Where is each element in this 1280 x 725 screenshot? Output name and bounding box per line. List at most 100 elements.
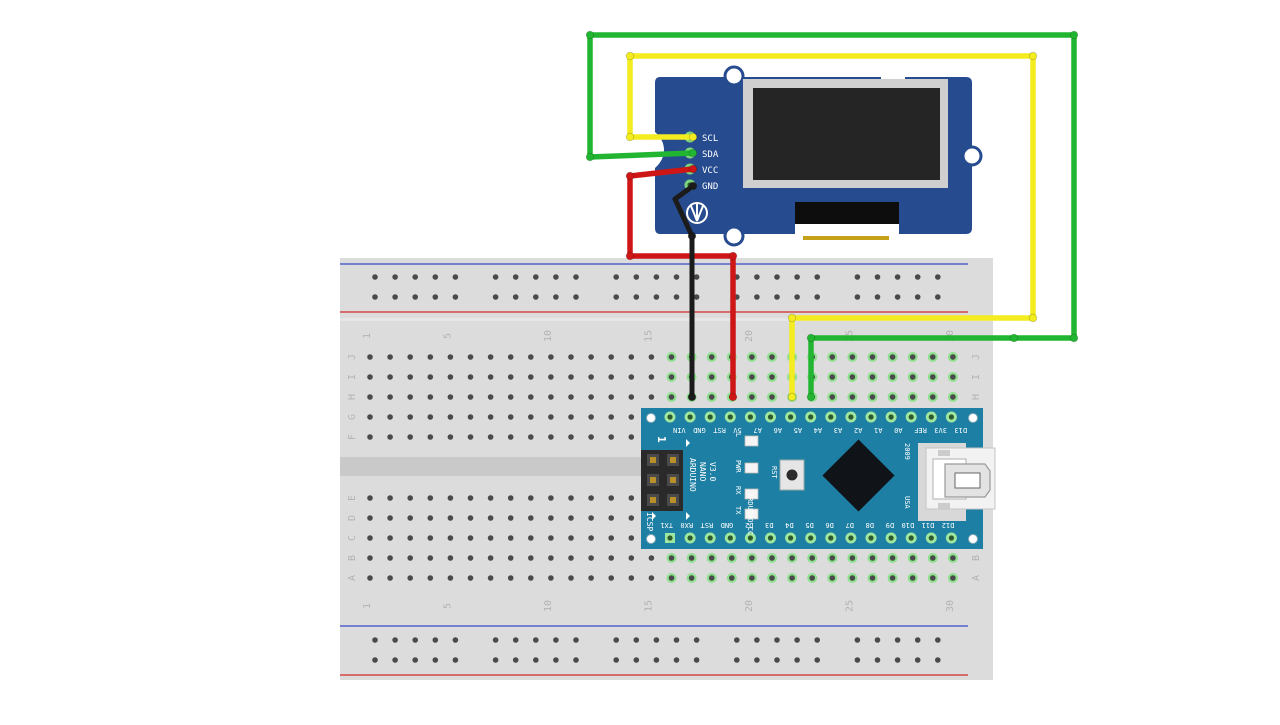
row-letter-label: A (347, 575, 358, 581)
rail-hole (693, 274, 700, 280)
breadboard-hole (588, 354, 594, 360)
row-letter-label: B (347, 555, 358, 561)
breadboard-hole (548, 515, 554, 521)
rst-button-label: RST (770, 466, 778, 479)
breadboard-hole (666, 392, 677, 402)
arduino-pin-a1[interactable] (865, 411, 877, 423)
arduino-pin-rst[interactable] (704, 411, 716, 423)
breadboard-hole (648, 575, 655, 581)
breadboard-hole (907, 553, 918, 563)
breadboard-hole (827, 392, 838, 402)
breadboard-hole (628, 555, 635, 561)
arduino-pin-d13[interactable] (945, 411, 957, 423)
rail-hole (492, 294, 499, 300)
usb-tab (938, 503, 950, 509)
breadboard-hole (608, 515, 614, 521)
arduino-pin-d6[interactable] (825, 532, 837, 544)
rail-hole (452, 637, 459, 643)
reset-button-cap[interactable] (786, 469, 798, 481)
breadboard-hole (588, 575, 594, 581)
arduino-bottom-pin-label: D11 (922, 521, 935, 529)
arduino-pin-5v[interactable] (724, 411, 736, 423)
arduino-pin-d4[interactable] (785, 532, 797, 544)
breadboard-hole (427, 495, 434, 501)
arduino-top-pin-label: A7 (753, 426, 761, 434)
row-letter-label: I (347, 374, 358, 380)
rail-hole (693, 294, 700, 300)
breadboard-hole (367, 515, 373, 521)
breadboard-hole (548, 575, 554, 581)
icsp-pin-pad (650, 477, 656, 483)
arduino-pin-tx1[interactable] (665, 533, 675, 543)
wire-joint (687, 392, 697, 402)
arduino-bottom-pin-label: D2 (745, 521, 753, 529)
arduino-pin-vin[interactable] (664, 411, 676, 423)
row-letter-label: H (971, 394, 982, 400)
rail-hole (673, 637, 680, 643)
oled-pin-label: VCC (702, 166, 718, 176)
arduino-pin-d2[interactable] (744, 532, 756, 544)
breadboard-hole (427, 515, 434, 521)
arduino-pin-d9[interactable] (885, 532, 897, 544)
arduino-pin-a6[interactable] (765, 411, 776, 423)
arduino-pin-d10[interactable] (905, 532, 917, 544)
vin-arrow-icon (686, 439, 690, 447)
arduino-pin-d3[interactable] (765, 532, 776, 544)
arduino-pin-gnd[interactable] (684, 411, 696, 423)
arduino-pin-a2[interactable] (845, 411, 857, 423)
arduino-pin-a4[interactable] (805, 411, 817, 423)
rail-hole (774, 294, 780, 300)
arduino-pin-d8[interactable] (865, 532, 877, 544)
breadboard-hole (568, 515, 574, 521)
icsp-pin-pad (650, 497, 656, 503)
arduino-pin-a0[interactable] (885, 411, 897, 423)
arduino-pin-d7[interactable] (845, 532, 857, 544)
breadboard-hole (947, 553, 958, 563)
breadboard-hole (746, 573, 757, 583)
arduino-pin-a5[interactable] (785, 411, 797, 423)
breadboard-hole (588, 515, 594, 521)
breadboard-hole (746, 372, 757, 382)
wire-joint (1069, 333, 1079, 343)
breadboard-hole (847, 573, 858, 583)
arduino-pin-d11[interactable] (925, 532, 937, 544)
breadboard-hole (847, 352, 858, 362)
arduino-pin-a7[interactable] (744, 411, 756, 423)
rail-hole (734, 657, 740, 663)
arduino-pin-rst[interactable] (704, 532, 716, 544)
arduino-pin-gnd[interactable] (724, 532, 736, 544)
breadboard-hole (628, 374, 635, 380)
breadboard-hole (887, 352, 898, 362)
rail-hole (512, 274, 519, 280)
breadboard-hole (686, 553, 697, 563)
rail-hole (814, 637, 820, 643)
arduino-pin-d12[interactable] (945, 532, 957, 544)
breadboard-hole (548, 394, 554, 400)
rail-hole (653, 294, 660, 300)
arduino-pin-rx0[interactable] (684, 532, 696, 544)
wires (585, 30, 1079, 402)
wire-joint (585, 152, 595, 162)
led-label: PWR (734, 460, 742, 473)
led-pwr: PWR (734, 460, 759, 473)
arduino-pin-ref[interactable] (905, 411, 917, 423)
rail-hole (794, 657, 800, 663)
usb-label: USA (903, 496, 911, 509)
breadboard-hole (467, 515, 474, 521)
breadboard-hole (487, 555, 494, 561)
breadboard-hole (427, 394, 434, 400)
rail-hole (372, 294, 378, 300)
arduino-pin-3v3[interactable] (925, 411, 937, 423)
column-number-label: 10 (543, 600, 554, 612)
led-label: TX (734, 506, 742, 515)
column-number-label: 15 (643, 600, 654, 612)
arduino-pin-d5[interactable] (805, 532, 817, 544)
breadboard-hole (427, 354, 434, 360)
breadboard-hole (487, 515, 494, 521)
arduino-pin-a3[interactable] (825, 411, 837, 423)
breadboard-hole (907, 573, 918, 583)
breadboard-hole (407, 374, 414, 380)
breadboard-hole (507, 434, 514, 440)
breadboard-hole (447, 414, 454, 420)
